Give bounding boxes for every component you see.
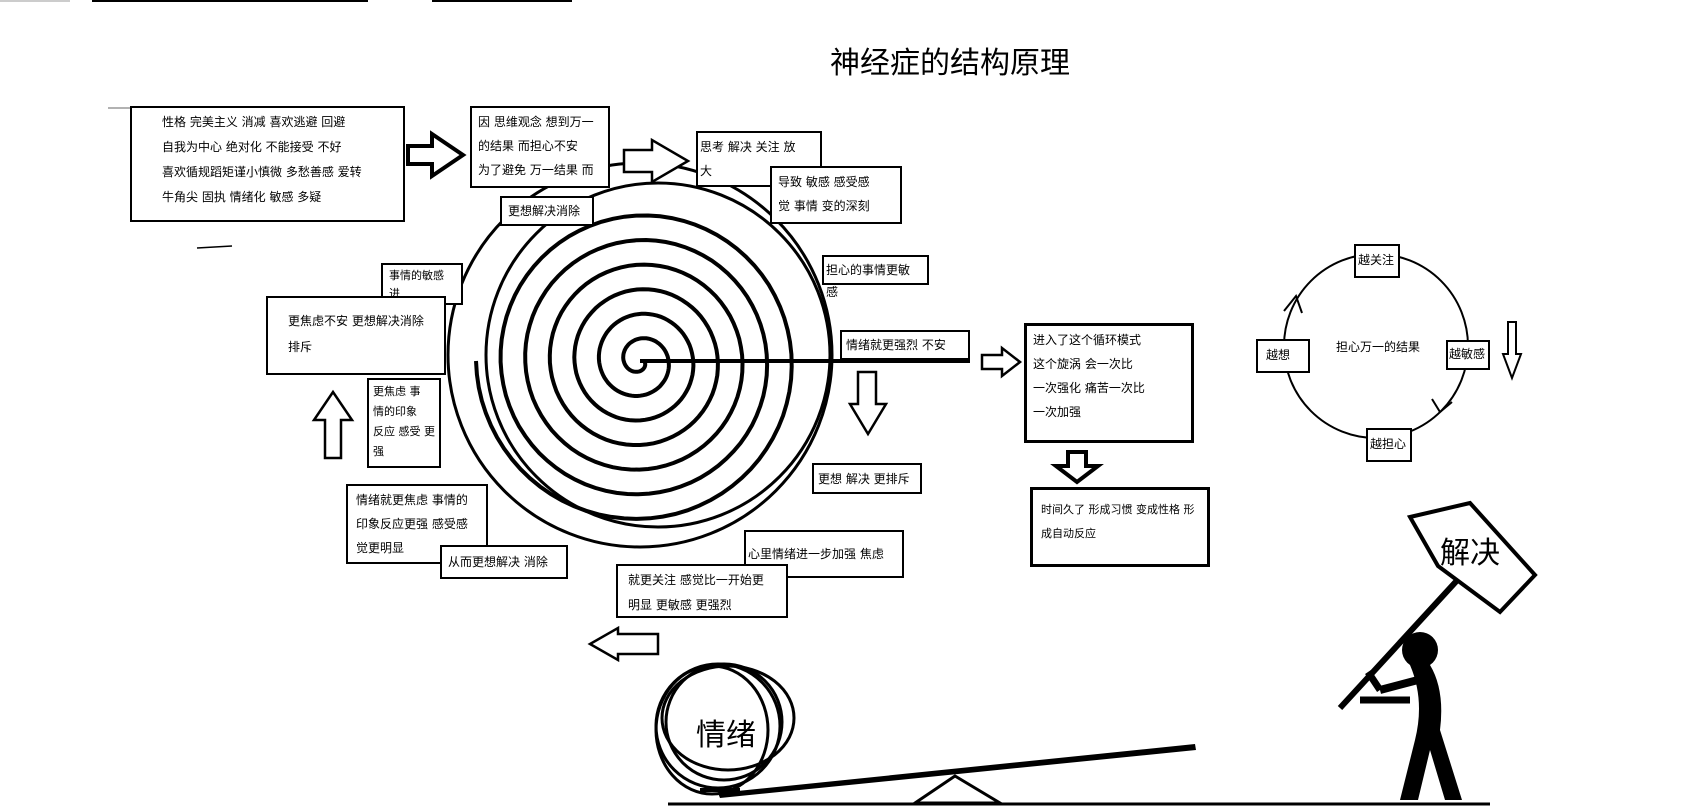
spiral xyxy=(474,213,794,521)
cycle-center-label: 担心万一的结果 xyxy=(1336,340,1421,354)
cycle-top-box: 越关注 xyxy=(1354,244,1400,278)
solve-flag-label: 解决 xyxy=(1440,536,1500,571)
arrow-right-1 xyxy=(406,130,467,180)
arrow-right-3 xyxy=(980,345,1023,379)
cycle-right-box: 越敏感 xyxy=(1446,340,1490,370)
sensitive-box: 导致 敏感 感受感 觉 事情 变的深刻 xyxy=(770,166,902,224)
arrow-right-2 xyxy=(622,137,691,185)
cycle-mode-box: 进入了这个循环模式 这个旋涡 会一次比 一次强化 痛苦一次比 一次加强 xyxy=(1024,323,1194,443)
arrow-down-3 xyxy=(1501,321,1523,381)
arrow-down-1 xyxy=(847,370,889,437)
more-reject-box: 更想 解决 更排斥 xyxy=(812,463,922,494)
personality-box: 性格 完美主义 消减 喜欢逃避 回避 自我为中心 绝对化 不能接受 不好 喜欢循… xyxy=(130,106,405,222)
arrow-up-1 xyxy=(311,389,355,460)
page-title: 神经症的结构原理 xyxy=(830,46,1070,81)
emotion-ball-label: 情绪 xyxy=(696,718,756,753)
then-solve-box: 从而更想解决 消除 xyxy=(440,545,568,579)
cause-box: 因 思维观念 想到万一 的结果 而担心不安 为了避免 万一结果 而 xyxy=(470,106,610,188)
seesaw-fulcrum xyxy=(910,774,1006,805)
seesaw-board xyxy=(718,744,1196,798)
emotion-stronger-box: 情绪就更强烈 不安 xyxy=(840,330,970,360)
arrow-down-2 xyxy=(1050,450,1104,485)
more-focus-box: 就更关注 感觉比一开始更 明显 更敏感 更强烈 xyxy=(616,564,788,618)
cycle-left-box: 越想 xyxy=(1256,339,1310,373)
heart-sensitive-box: 担心的事情更敏感 xyxy=(822,255,929,299)
more-anxious-box: 更焦虑不安 更想解决消除 排斥 xyxy=(266,296,446,375)
anxious-impression-box: 更焦虑 事 情的印象 反应 感受 更 强 xyxy=(367,378,441,468)
more-solve-box: 更想解决消除 xyxy=(500,196,594,226)
person-drawing xyxy=(1337,500,1544,800)
habit-box: 时间久了 形成习惯 变成性格 形 成自动反应 xyxy=(1030,487,1210,567)
inner-circle xyxy=(484,181,832,529)
cycle-bottom-box: 越担心 xyxy=(1366,428,1412,462)
arrow-left-1 xyxy=(587,625,660,663)
